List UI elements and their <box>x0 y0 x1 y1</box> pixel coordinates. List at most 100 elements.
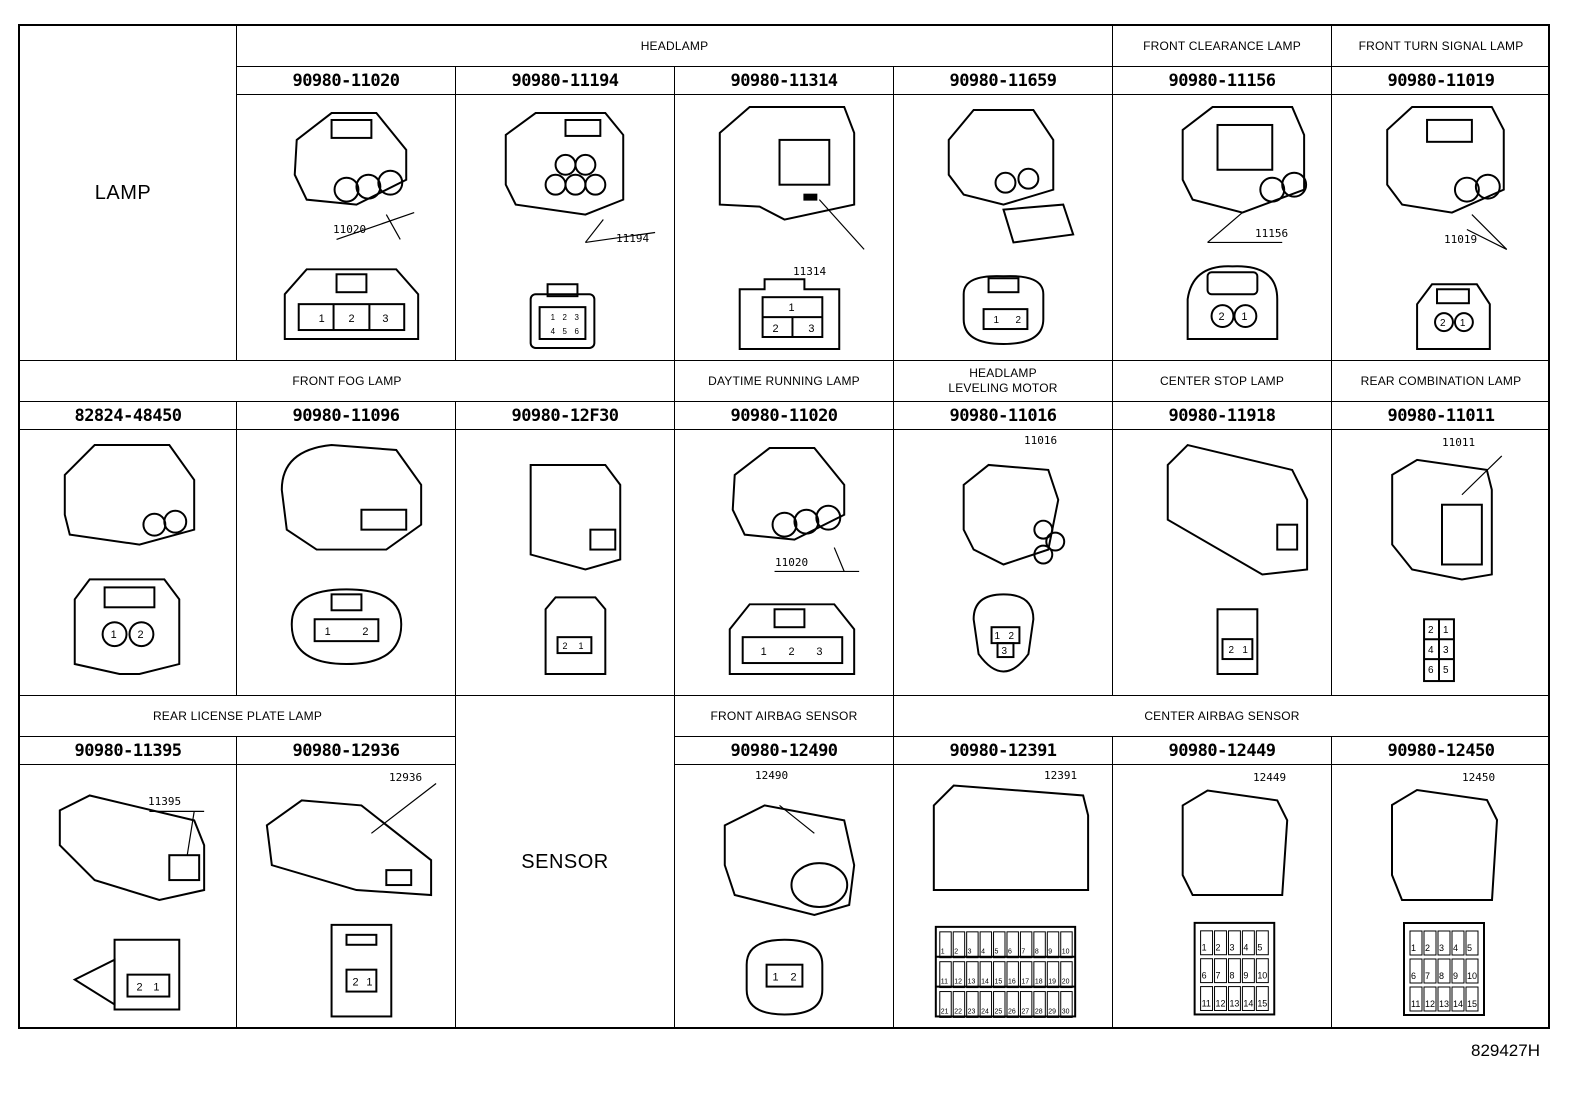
pin-label: 3 <box>1229 943 1234 953</box>
pin-label: 1 <box>995 631 1001 642</box>
pin-label: 2 <box>362 626 368 638</box>
pin-label: 15 <box>995 979 1003 986</box>
pin-cell <box>1046 991 1060 1018</box>
part-number: 90980-12F30 <box>456 402 675 430</box>
connector-cell: 1 2 <box>894 95 1113 361</box>
pin-label: 2 <box>773 323 779 335</box>
reference-label: 12490 <box>755 769 789 782</box>
pin-cell <box>1019 931 1033 959</box>
pin-label: 1 <box>578 641 583 651</box>
pin-label: 1 <box>1443 625 1449 636</box>
pin-cell <box>1200 986 1214 1011</box>
pin-label: 25 <box>995 1008 1003 1015</box>
pin-cell <box>1451 958 1465 984</box>
pin-cell <box>993 931 1006 959</box>
pin-label: 22 <box>954 1008 962 1015</box>
pin-cell <box>1200 930 1214 956</box>
part-number: 90980-11019 <box>1332 67 1550 95</box>
pin-label: 5 <box>995 949 999 956</box>
connector-cell: 2 1 11395 <box>20 765 237 1029</box>
pin-label: 1 <box>1202 943 1207 953</box>
pin-cell <box>1006 961 1019 989</box>
pin-cell <box>1033 961 1046 989</box>
pin-label: 26 <box>1008 1008 1016 1015</box>
pin-cell <box>1227 986 1241 1011</box>
pin-cell <box>993 991 1006 1018</box>
connector-drawing: 2 1 <box>1166 443 1309 675</box>
pin-label: 18 <box>1035 979 1043 986</box>
connector-cell: 1 2 <box>20 430 237 696</box>
part-number: 90980-11011 <box>1332 402 1550 430</box>
pin-cell <box>939 961 952 989</box>
pin-cell <box>1437 930 1451 956</box>
connector-cell: 1 2 3 11020 <box>237 95 456 361</box>
pin-label: 2 <box>1428 625 1434 636</box>
connector-drawing: 2 1 <box>529 463 622 675</box>
group-lamp: LAMP <box>20 26 237 361</box>
header-front-clearance-lamp: FRONT CLEARANCE LAMP <box>1113 26 1332 67</box>
pin-cell <box>1060 931 1073 959</box>
pin-cell <box>952 961 966 989</box>
pin-cell <box>1409 930 1423 956</box>
pin-label: 15 <box>1257 998 1267 1008</box>
pin-label: 2 <box>1015 315 1021 326</box>
pin-cell <box>1046 931 1060 959</box>
reference-label: 11011 <box>1442 436 1476 449</box>
pin-label: 4 <box>981 949 985 956</box>
pin-label: 1 <box>788 302 794 314</box>
connector-drawing: 2 1 4 3 6 5 <box>1391 455 1503 683</box>
connector-drawing: 2 1 <box>265 783 437 1018</box>
pin-cell <box>1465 930 1479 956</box>
pin-label: 2 <box>1216 943 1221 953</box>
pin-cell <box>1241 986 1255 1011</box>
pin-label: 1 <box>325 626 331 638</box>
pin-label: 5 <box>1257 943 1262 953</box>
pin-label: 11 <box>1411 999 1420 1009</box>
part-number: 90980-11194 <box>456 67 675 95</box>
pin-cell <box>993 961 1006 989</box>
header-front-fog-lamp: FRONT FOG LAMP <box>20 361 675 402</box>
reference-label: 11314 <box>793 265 827 278</box>
connector-cell: 1 2 3 4 5 6 11194 <box>456 95 675 361</box>
pin-label: 2 <box>352 977 358 989</box>
part-number: 90980-12490 <box>675 737 894 765</box>
pin-label: 2 <box>1440 318 1446 329</box>
pin-label: 4 <box>551 327 556 336</box>
pin-label: 27 <box>1021 1008 1029 1015</box>
part-number: 82824-48450 <box>20 402 237 430</box>
pin-label: 2 <box>954 949 958 956</box>
header-front-airbag-sensor: FRONT AIRBAG SENSOR <box>675 696 894 737</box>
pin-label: 1 <box>1241 311 1247 323</box>
pin-cell <box>1227 930 1241 956</box>
pin-cell <box>939 931 952 959</box>
pin-label: 1 <box>111 629 117 641</box>
pin-label: 2 <box>137 629 143 641</box>
pin-label: 28 <box>1035 1008 1043 1015</box>
pin-label: 9 <box>1243 971 1248 981</box>
pin-cell <box>1060 961 1073 989</box>
pin-label: 10 <box>1062 949 1070 956</box>
pin-label: 24 <box>981 1008 989 1015</box>
reference-label: 12936 <box>389 771 423 784</box>
pin-label: 11 <box>1202 998 1211 1008</box>
pin-label: 1 <box>153 982 159 994</box>
reference-label: 11395 <box>148 795 182 808</box>
pin-label: 13 <box>1439 999 1449 1009</box>
connector-cell: 2 1 4 3 6 5 11011 <box>1332 430 1550 696</box>
pin-cell <box>1423 986 1437 1012</box>
pin-label: 3 <box>1443 645 1449 656</box>
pin-cell <box>1437 958 1451 984</box>
pin-label: 2 <box>1008 631 1014 642</box>
part-number: 90980-11395 <box>20 737 237 765</box>
part-number: 90980-11020 <box>237 67 456 95</box>
pin-cell <box>1227 958 1241 984</box>
pin-label: 1 <box>941 949 945 956</box>
pin-label: 5 <box>1443 665 1449 676</box>
connector-drawing: 2 1 <box>58 794 206 1011</box>
group-lamp-label: LAMP <box>94 181 152 204</box>
pin-label: 14 <box>981 979 989 986</box>
pin-label: 6 <box>1428 665 1434 676</box>
